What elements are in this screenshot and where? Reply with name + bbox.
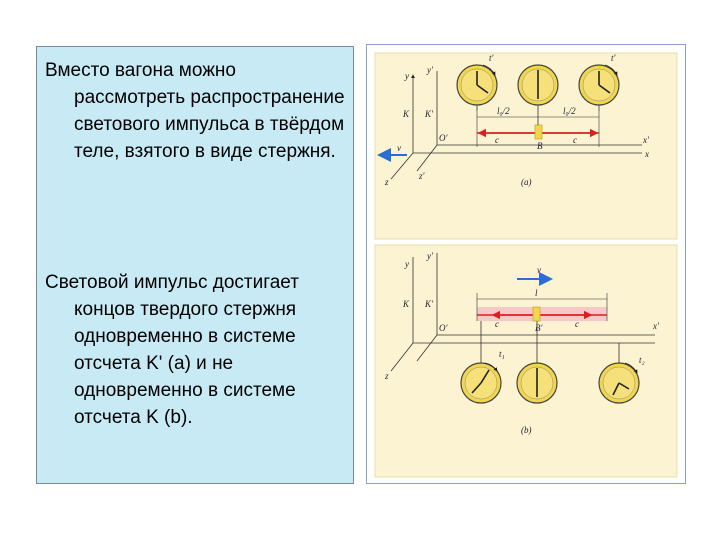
panel-a-label-z: z <box>384 177 389 187</box>
panel-a-label-half-left: l₀/2 <box>497 106 510 116</box>
panel-a-label-x: x <box>644 149 649 159</box>
text-panel: Вместо вагона можно рассмотреть распрост… <box>36 46 354 484</box>
panel-b-background <box>374 244 678 478</box>
panel-b-label-B-prime: B' <box>535 323 543 333</box>
figure-frame: y y' K K' O' x x' z z' v l₀/2 l₀/2 c c B <box>366 44 686 484</box>
relativity-figure: y y' K K' O' x x' z z' v l₀/2 l₀/2 c c B <box>374 52 678 478</box>
panel-a-label-c-right: c <box>573 135 577 145</box>
panel-a-label-K-prime: K' <box>424 109 434 119</box>
panel-a-axis-z-prime <box>416 144 438 172</box>
panel-b-label-K: K <box>402 299 410 309</box>
panel-a-label-v: v <box>397 143 401 153</box>
panel-a-label-x-prime: x' <box>642 135 650 145</box>
panel-b-label-l: l <box>535 288 538 298</box>
panel-a-label-t-right: t' <box>611 53 617 63</box>
panel-a-clock-left <box>456 64 498 111</box>
panel-b-clock-center <box>516 321 558 404</box>
panel-b-label-z: z <box>384 371 389 381</box>
panel-b-axis-z <box>390 342 414 372</box>
panel-b-label-y: y <box>404 259 409 269</box>
panel-a-label-origin: O' <box>439 133 448 143</box>
panel-a-label-half-right: l₀/2 <box>563 106 576 116</box>
panel-a-label-K: K <box>402 109 410 119</box>
panel-a-label-t-left: t' <box>489 53 495 63</box>
panel-b-clock-right <box>598 343 640 404</box>
panel-b-label-v: v <box>537 265 541 275</box>
panel-a-label-c-left: c <box>495 135 499 145</box>
panel-b-caption: (b) <box>521 425 532 435</box>
panel-a-label-z-prime: z' <box>418 171 426 181</box>
paragraph-pulse-simultaneity: Световой импульс достигает концов твердо… <box>45 272 299 428</box>
panel-a-caption: (a) <box>521 177 532 187</box>
panel-b-label-c-right: c <box>575 319 579 329</box>
panel-a-center-marker <box>534 124 543 140</box>
panel-b-label-K-prime: K' <box>424 299 434 309</box>
panel-a-clock-center <box>517 64 559 125</box>
panel-b-label-x-prime: x' <box>652 321 660 331</box>
panel-a-clock-right <box>578 64 620 111</box>
panel-a-label-y: y <box>404 71 409 81</box>
panel-b-clock-left <box>460 321 502 404</box>
panel-a-label-y-prime: y' <box>426 65 434 75</box>
panel-a-axis-z <box>390 152 414 180</box>
panel-b-label-c-left: c <box>495 319 499 329</box>
paragraph-rod-instead-of-car: Вместо вагона можно рассмотреть распрост… <box>45 60 345 162</box>
panel-b-label-y-prime: y' <box>426 251 434 261</box>
panel-b-label-t2: t₂ <box>639 355 645 365</box>
panel-a-label-B: B <box>537 141 543 151</box>
panel-b-label-t1: t₁ <box>499 349 505 359</box>
panel-b-rod-highlight <box>477 307 607 321</box>
panel-b-label-origin: O' <box>439 323 448 333</box>
panel-b-center-marker <box>532 306 541 322</box>
